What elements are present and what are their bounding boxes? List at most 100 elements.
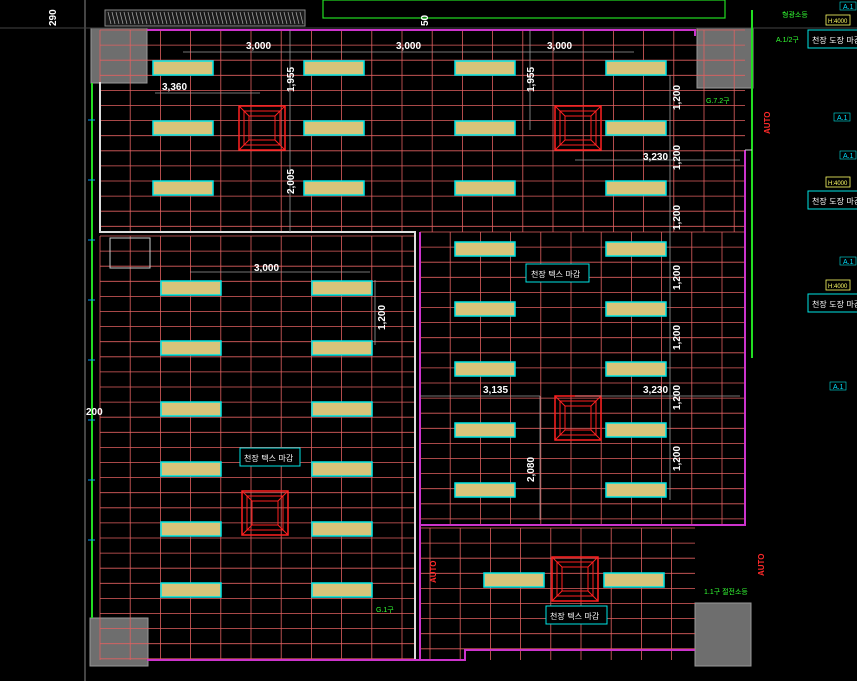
hatch-line [283,11,288,25]
side-label-box-1 [807,29,857,49]
dim-1200-a: 1,200 [672,85,683,110]
hatch-line [167,11,172,25]
dim-1200-d: 1,200 [672,265,683,290]
hatch-line [235,11,240,25]
circuit-note-g7: G.7.2구 [706,97,730,105]
diffuser-corner [590,105,602,117]
circuit-note-top: 형광소등 [782,11,808,19]
height-tag-3: H:4000 [828,284,848,290]
side-label-1: 천장 도장 마감 [812,35,857,45]
height-tag-2: H:4000 [828,181,848,187]
hatch-line [247,11,252,25]
diffuser-corner [551,556,563,568]
hatch-line [219,11,224,25]
diffuser-corner [274,139,286,151]
hatch-line [111,11,116,25]
hatch-line [123,11,128,25]
hatch-line [119,11,124,25]
hatch-line [223,11,228,25]
hatch-line [251,11,256,25]
light-fixture [605,422,667,438]
diffuser-corner [590,429,602,441]
wall-bottom [147,649,695,661]
hatch-line [287,11,292,25]
room-label-box-2 [239,447,301,467]
dim-3135: 3,135 [483,385,508,396]
light-fixture [454,422,516,438]
diffuser-mid [243,110,281,146]
diffuser-corner [238,139,250,151]
wall-layer [88,10,753,661]
light-fixture [454,60,516,76]
diffuser-corner [554,429,566,441]
hatch-line [143,11,148,25]
diffusers-layer [238,105,602,602]
hatch-line [279,11,284,25]
dimension-lines-layer [155,30,740,520]
structural-column [694,602,752,667]
light-fixture [303,60,365,76]
hatch-line [271,11,276,25]
diffuser-corner [551,590,563,602]
dim-top-right: 3,000 [547,41,572,52]
dim-1955-b: 1,955 [526,67,537,92]
side-label-box-3 [807,293,857,313]
diffuser-corner [590,139,602,151]
hatch-line [267,11,272,25]
light-fixture [605,180,667,196]
diffuser-corner [277,490,289,502]
hatch-line [135,11,140,25]
hatch-line [183,11,188,25]
dim-top-290: 290 [48,9,59,26]
dim-2080: 2,080 [526,457,537,482]
diffuser-inner [564,405,592,431]
light-fixture [454,120,516,136]
circuit-tag-3: A.1 [843,153,854,160]
hatch-line [203,11,208,25]
circuit-tag-box-2 [833,112,851,122]
diffuser-outer [554,105,602,151]
light-fixture [454,241,516,257]
hatch-line [199,11,204,25]
circuit-tag-box-4 [839,256,857,266]
dim-left-1200: 1,200 [377,305,388,330]
hatch-line [275,11,280,25]
auto-label-1: AUTO [763,111,772,134]
hatch-line [191,11,196,25]
room-label-right-mid: 천장 텍스 마감 [531,269,581,279]
top-hatch-strip [104,9,306,27]
hatch-line [207,11,212,25]
light-fixture [311,582,373,598]
hatch-line [155,11,160,25]
hatch-line [187,11,192,25]
circuit-tag-5: A.1 [833,384,844,391]
diffuser-corner [554,139,566,151]
hatch-line [171,11,176,25]
hatch-line [163,11,168,25]
circuit-tag-box-3 [839,150,857,160]
dim-top-left: 3,000 [246,41,271,52]
hatch-line [255,11,260,25]
light-fixture [303,120,365,136]
light-fixture [483,572,545,588]
dim-1200-g: 1,200 [672,446,683,471]
light-fixture [160,582,222,598]
light-fixture [311,340,373,356]
dim-1200-c: 1,200 [672,205,683,230]
auto-label-2: AUTO [429,560,438,583]
hatch-line [151,11,156,25]
hatch-line [295,11,300,25]
light-fixture [605,241,667,257]
diffuser-corner [274,105,286,117]
circuit-tag-box-5 [829,381,847,391]
circuit-note-mid: G.1구 [376,606,394,614]
hatch-line [299,11,304,25]
light-fixture [454,361,516,377]
dim-2005: 2,005 [286,169,297,194]
diffuser-corner [587,556,599,568]
wall-partition-left [99,82,416,660]
hatch-line [175,11,180,25]
hatch-line [147,11,152,25]
hatch-line [215,11,220,25]
